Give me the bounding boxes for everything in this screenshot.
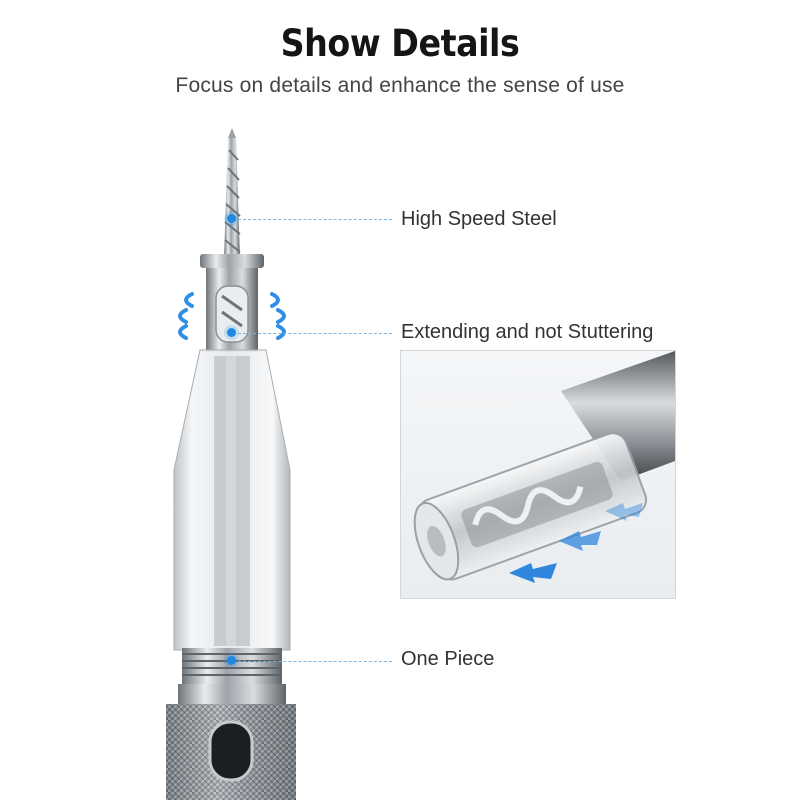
leader-line-one-piece: [238, 661, 392, 662]
page-title: Show Details: [280, 22, 520, 65]
callout-label-extending: Extending and not Stuttering: [401, 321, 654, 343]
page-subtitle: Focus on details and enhance the sense o…: [175, 74, 625, 97]
leader-line-extending: [238, 333, 392, 334]
callout-label-steel: High Speed Steel: [401, 208, 557, 230]
detail-closeup-panel: [400, 350, 676, 599]
leader-line-steel: [238, 219, 392, 220]
callout-dot-one-piece: [227, 656, 236, 665]
callout-dot-steel: [227, 214, 236, 223]
callout-label-one-piece: One Piece: [401, 648, 495, 670]
extending-sleeve-closeup-icon: [413, 351, 675, 583]
callout-dot-extending: [227, 328, 236, 337]
